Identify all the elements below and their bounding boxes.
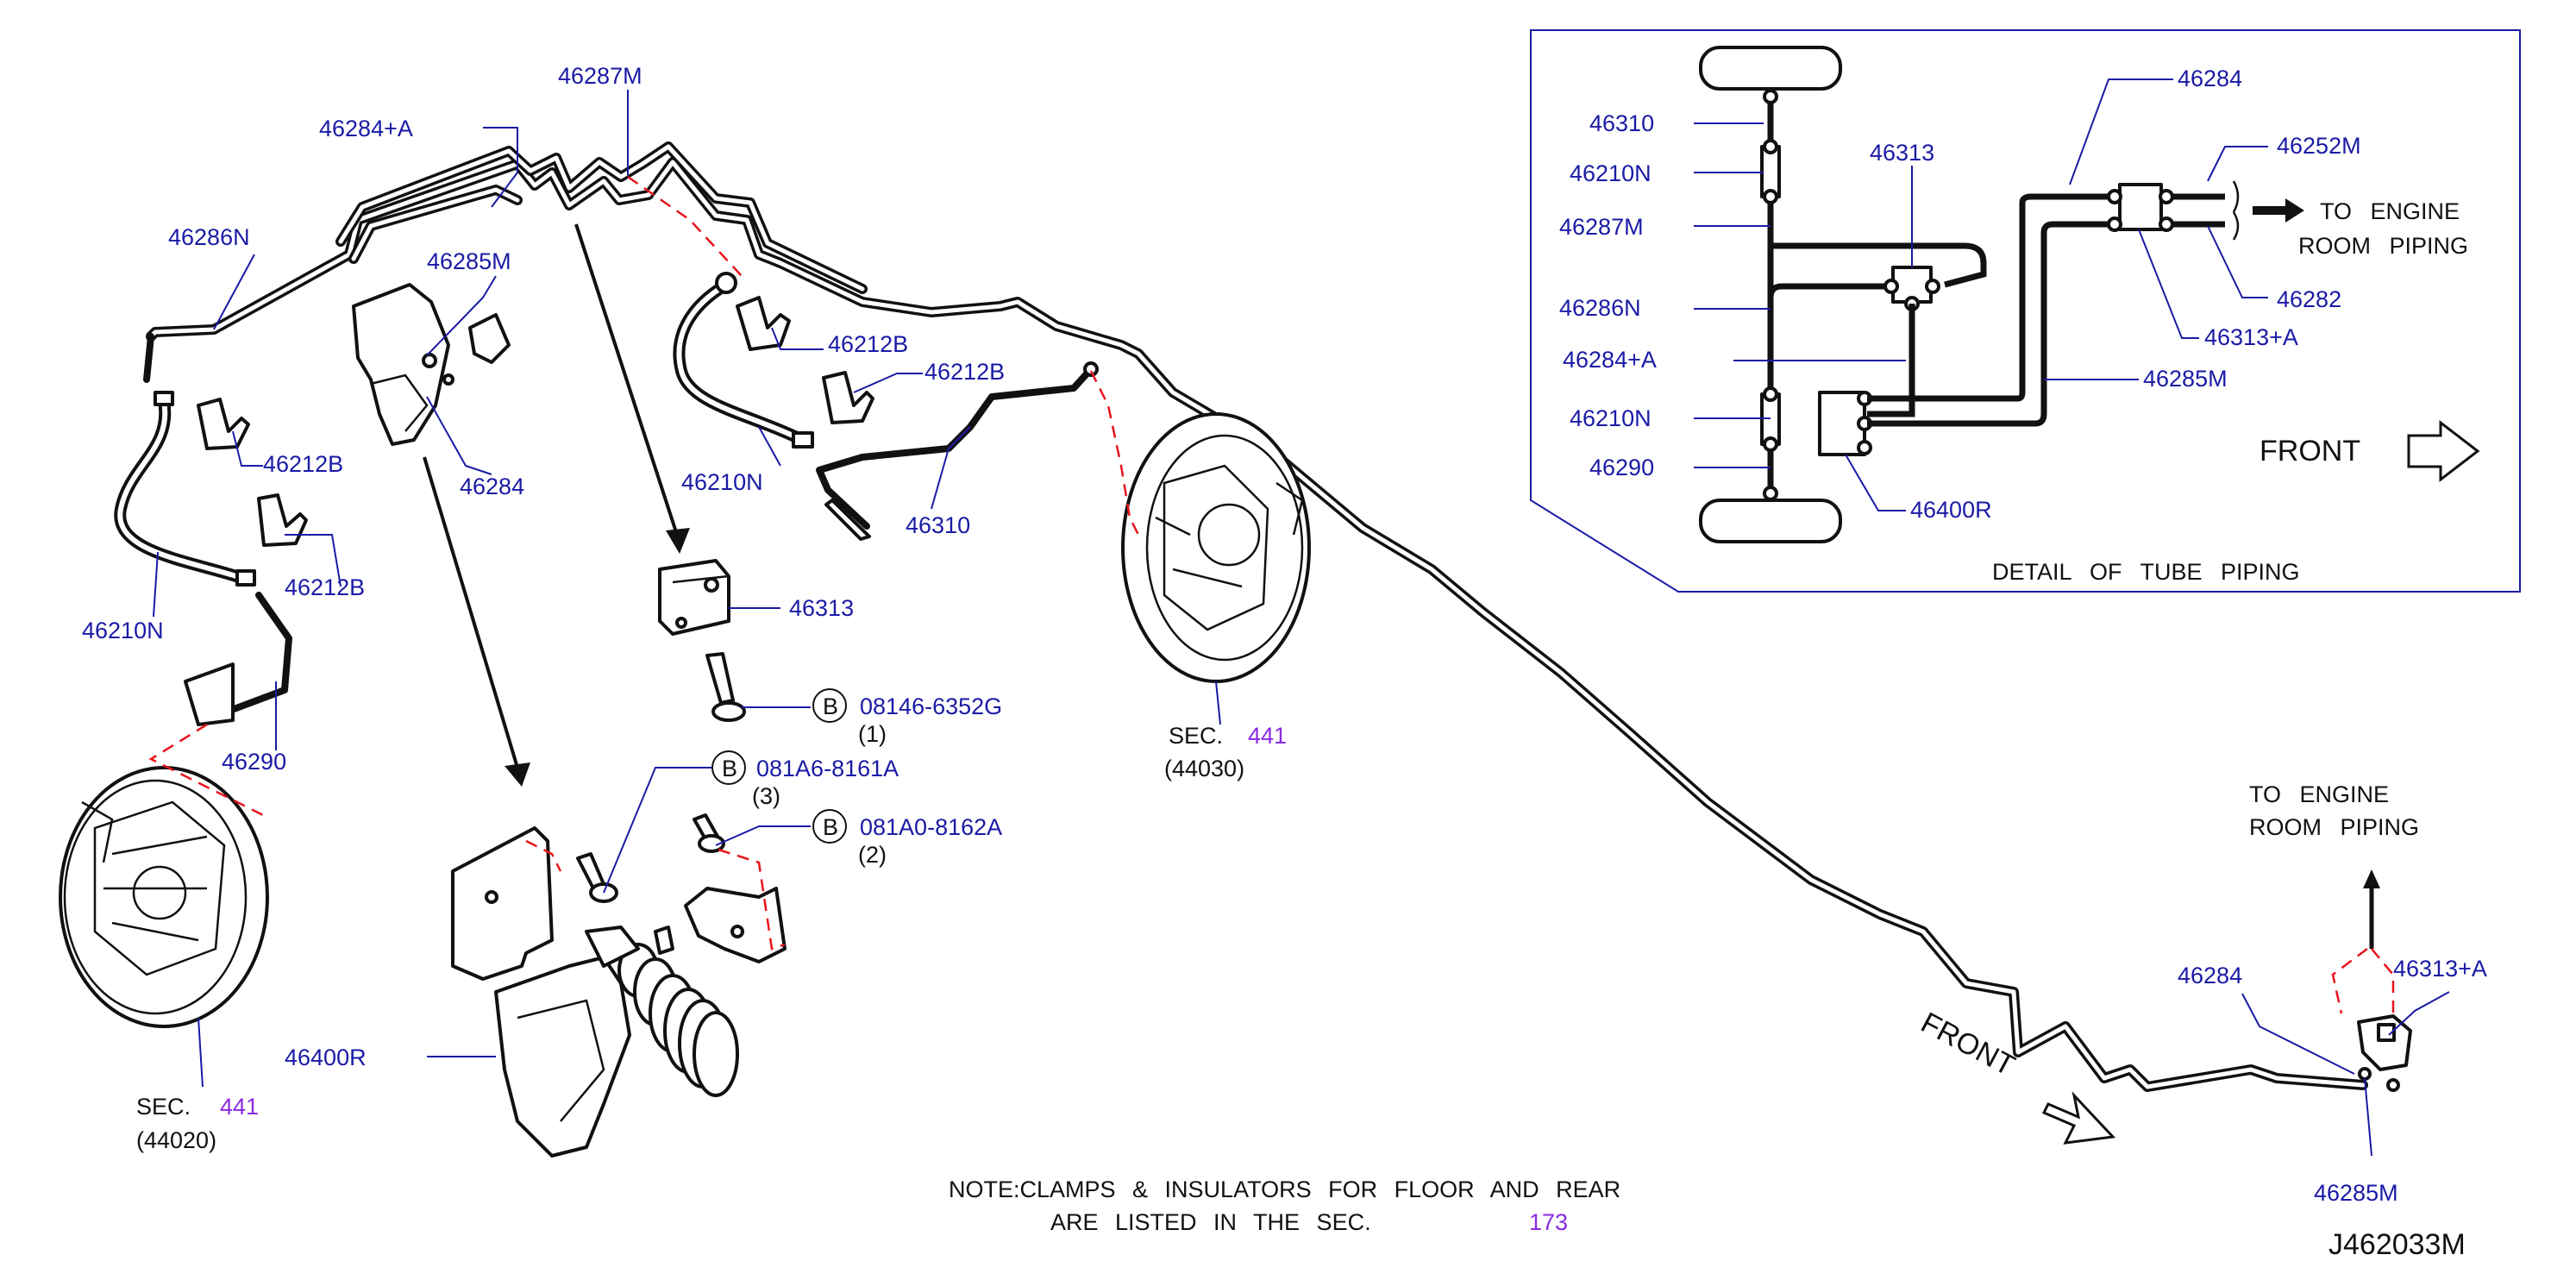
to-engine-arrow [2363,869,2380,888]
sec-right-sub: (44030) [1164,756,1244,781]
bolt-qty-2: (3) [752,783,780,809]
detail-label-46313: 46313 [1870,140,1934,166]
detail-tube-upper [1767,233,1987,288]
bolt-callouts: B 08146-6352G (1) B 081A6-8161A (3) B 08… [711,688,1002,868]
bottom-right-texts: TO ENGINE ROOM PIPING FRONT [1915,781,2419,1082]
to-engine-line2: ROOM PIPING [2249,814,2419,840]
junction-block [658,559,730,636]
main-tube-routing [114,141,2368,1092]
block-46313 [658,559,746,722]
to-engine-line1: TO ENGINE [2249,781,2389,807]
clip-46212B-a [736,296,791,351]
detail-label-46400R: 46400R [1910,497,1992,523]
label-46212B-b: 46212B [924,359,1005,385]
detail-inset: 46310 46210N 46287M 46286N 46284+A 46210… [1530,29,2521,593]
label-46310: 46310 [906,512,970,538]
label-46286N: 46286N [168,224,250,250]
note-line2: ARE LISTED IN THE SEC. [1050,1209,1371,1235]
valve-bellows [617,943,739,1097]
detail-label-46287M: 46287M [1559,214,1644,240]
detail-joint-46252M [2118,183,2163,231]
detail-caption: DETAIL OF TUBE PIPING [1992,559,2300,585]
bracket-46285M [352,283,511,446]
front-label: FRONT [1915,1007,2020,1083]
detail-front-arrow [2407,419,2480,483]
detail-label-46282: 46282 [2277,286,2341,312]
sec-left-sub: (44020) [136,1127,216,1153]
phantom-lines [148,175,2395,1014]
section-references: SEC. 441 (44030) SEC. 441 (44020) [136,723,1287,1153]
detail-front-label: FRONT [2259,435,2360,467]
note-line1: NOTE:CLAMPS & INSULATORS FOR FLOOR AND R… [949,1176,1620,1202]
valve-bracket [451,826,554,981]
bolt-part-08146-6352G: 08146-6352G [860,693,1002,719]
label-46313A-br: 46313+A [2393,956,2487,982]
detail-rear-tire-top [1699,46,1842,91]
clip-46212B-c [197,398,250,450]
tube-46310 [816,366,1094,530]
detail-label-46284A: 46284+A [1563,347,1657,373]
detail-tube-lower [1767,283,1891,349]
part-labels: 46287M 46284+A 46286N 46285M 46212B 4621… [82,63,2487,1206]
clip-46212B-b [822,371,874,424]
detail-to-engine-arrow [2253,198,2304,223]
front-arrow [2041,1091,2116,1145]
label-46284-mid: 46284 [460,474,524,499]
detail-label-46210N-a: 46210N [1570,160,1652,186]
detail-to-engine-line2: ROOM PIPING [2298,233,2468,259]
bolt-marker-2: B [722,756,737,781]
label-46212B-d: 46212B [285,574,365,600]
note: NOTE:CLAMPS & INSULATORS FOR FLOOR AND R… [949,1176,1620,1235]
bolt-part-081A6-8161A: 081A6-8161A [756,756,899,781]
bolt-marker-3: B [823,814,838,840]
label-46313: 46313 [789,595,854,621]
detail-label-46284: 46284 [2178,66,2242,91]
sec-right-number: 441 [1248,723,1287,749]
front-clip-assembly [2041,869,2412,1145]
bolt-qty-1: (1) [858,721,887,747]
detail-label-46285M: 46285M [2143,366,2228,392]
detail-label-46286N: 46286N [1559,295,1641,321]
detail-label-46290: 46290 [1589,455,1654,480]
detail-rear-tire-bottom [1699,499,1842,543]
detail-label-46313A: 46313+A [2204,324,2298,350]
right-brake-backing-plate [1121,412,1311,683]
label-46284A-top: 46284+A [319,116,413,141]
label-46284-br: 46284 [2178,963,2242,988]
detail-to-engine-line1: TO ENGINE [2320,198,2460,224]
pointer-arrows [423,223,690,787]
label-46400R: 46400R [285,1045,367,1070]
bolt-qty-3: (2) [858,842,887,868]
sec-left-prefix: SEC. [136,1094,191,1120]
left-brake-backing-plate [59,766,269,1028]
leader-lines [153,90,2450,1157]
bolt-08146 [705,652,735,705]
bolt-part-081A0-8162A: 081A0-8162A [860,814,1002,840]
label-46212B-c: 46212B [263,451,343,477]
label-46285M-top: 46285M [427,248,511,274]
sec-right-prefix: SEC. [1169,723,1223,749]
detail-label-46310: 46310 [1589,110,1654,136]
valve-assembly [451,813,787,1158]
label-46290: 46290 [222,749,286,775]
label-46210N-mid: 46210N [681,469,763,495]
detail-label-46210N-b: 46210N [1570,405,1652,431]
diagram-id: J462033M [2328,1228,2466,1261]
detail-label-46252M: 46252M [2277,133,2361,159]
clip-46212B-d [257,493,308,547]
label-46212B-a: 46212B [828,331,908,357]
bolt-marker-1: B [823,693,838,719]
note-sec-number: 173 [1529,1209,1568,1235]
label-46285M-br: 46285M [2314,1180,2398,1206]
sec-left-number: 441 [220,1094,259,1120]
label-46287M-top: 46287M [558,63,642,89]
label-46210N-left: 46210N [82,618,164,643]
proportioning-valve [494,956,631,1158]
